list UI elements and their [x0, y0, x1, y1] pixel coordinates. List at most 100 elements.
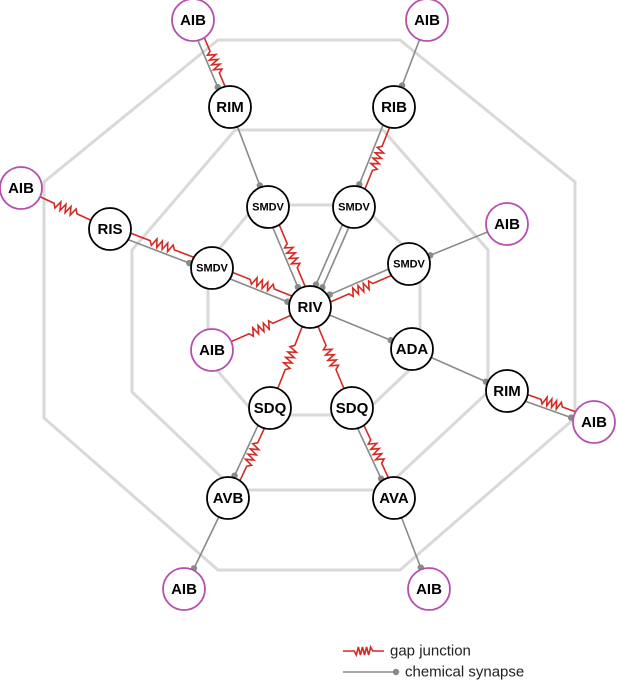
- node-label: RIS: [97, 221, 122, 238]
- aib-node: AIB: [405, 0, 449, 42]
- chemical-synapse-dot: [392, 668, 400, 676]
- node-circle: [407, 567, 451, 611]
- node-label: AIB: [8, 180, 34, 197]
- node-label: AIB: [581, 414, 607, 431]
- chemical-synapse-edge: [430, 356, 489, 384]
- node-circle: [206, 476, 250, 520]
- chemical-synapse-edge: [400, 517, 423, 570]
- node-circle: [572, 400, 616, 444]
- node-circle: [288, 285, 332, 329]
- node-label: RIB: [381, 99, 407, 116]
- node-circle: [485, 202, 529, 246]
- node-circle: [405, 0, 449, 42]
- node-circle: [88, 207, 132, 251]
- node-circle: [190, 328, 234, 372]
- chemical-synapse-edge: [428, 231, 488, 257]
- gap-junction-edge: [330, 274, 392, 303]
- sdq-node: SDQ: [248, 386, 292, 430]
- node-circle: [372, 476, 416, 520]
- gap-junction-edge: [203, 37, 226, 87]
- node-label: AIB: [171, 581, 197, 598]
- node-label: RIM: [493, 383, 521, 400]
- gap-junction-edge: [317, 326, 345, 389]
- chemical-synapse-edge: [329, 314, 393, 342]
- chemical-synapse-edge: [356, 428, 383, 481]
- chemical-synapse-edge: [197, 40, 220, 90]
- gap-junction-edge: [130, 232, 194, 258]
- gap-junction-edge: [239, 428, 266, 481]
- avb-node: AVB: [206, 476, 250, 520]
- legend-gap-junction: gap junction: [343, 643, 471, 660]
- aib-node: AIB: [0, 166, 43, 210]
- rib-node: RIB: [372, 85, 416, 129]
- ada-node: ADA: [390, 327, 434, 371]
- ava-node: AVA: [372, 476, 416, 520]
- chemical-synapse-edge: [400, 39, 421, 88]
- node-label: SMDV: [196, 263, 228, 275]
- node-circle: [162, 567, 206, 611]
- node-circle: [171, 0, 215, 42]
- smdv-node: SMDV: [332, 185, 376, 229]
- aib-node: AIB: [171, 0, 215, 42]
- aib-node: AIB: [407, 567, 451, 611]
- node-circle: [372, 85, 416, 129]
- outer-octagon-ring: [42, 38, 577, 572]
- node-circle: [208, 85, 252, 129]
- gap-junction-edge: [278, 224, 306, 287]
- node-label: SDQ: [254, 400, 287, 417]
- node-circle: [0, 166, 43, 210]
- node-circle: [248, 386, 292, 430]
- chemical-synapse-edge: [314, 224, 344, 287]
- legend-chemical-synapse: chemical synapse: [343, 664, 524, 681]
- rim-node: RIM: [208, 85, 252, 129]
- gap-junction-edge: [39, 196, 92, 221]
- node-label: SDQ: [336, 400, 369, 417]
- chemical-synapse-edge: [232, 425, 259, 478]
- node-circle: [390, 327, 434, 371]
- chemical-synapse-edge: [229, 278, 290, 304]
- node-label: AIB: [414, 12, 440, 29]
- node-label: SMDV: [338, 202, 370, 214]
- smdv-node: SMDV: [190, 246, 234, 290]
- chemical-synapse-edge: [128, 239, 192, 265]
- chemical-synapse-label: chemical synapse: [405, 664, 524, 681]
- node-circle: [387, 242, 431, 286]
- sdq-node: SDQ: [330, 386, 374, 430]
- node-circle: [330, 386, 374, 430]
- chemical-synapse-edge: [357, 124, 384, 187]
- gap-junction-edge: [364, 127, 391, 190]
- aib-node: AIB: [190, 328, 234, 372]
- gap-junction-edge: [276, 326, 304, 389]
- aib-node: AIB: [572, 400, 616, 444]
- node-label: AVB: [213, 490, 244, 507]
- node-label: SMDV: [393, 259, 425, 271]
- node-circle: [246, 185, 290, 229]
- node-circle: [190, 246, 234, 290]
- legend: gap junction chemical synapse: [343, 643, 524, 681]
- node-label: RIV: [297, 299, 322, 316]
- node-circle: [485, 369, 529, 413]
- aib-node: AIB: [162, 567, 206, 611]
- chemical-synapse-edge: [320, 227, 350, 290]
- node-label: AIB: [199, 342, 225, 359]
- rim-node: RIM: [485, 369, 529, 413]
- gap-junction-edge: [527, 393, 576, 413]
- chemical-synapse-edge: [192, 516, 220, 571]
- gap-junction-edge: [363, 425, 390, 478]
- connections-layer: [39, 37, 576, 572]
- node-circle: [332, 185, 376, 229]
- smdv-node: SMDV: [246, 185, 290, 229]
- node-label: SMDV: [252, 202, 284, 214]
- chemical-synapse-edge: [236, 126, 262, 188]
- gap-junction-edge: [232, 271, 293, 297]
- smdv-node: SMDV: [387, 242, 431, 286]
- chemical-synapse-edge: [327, 268, 389, 297]
- node-label: RIM: [216, 99, 244, 116]
- node-label: AVA: [379, 490, 409, 507]
- gap-junction-edge: [230, 314, 292, 343]
- aib-node: AIB: [485, 202, 529, 246]
- ris-node: RIS: [88, 207, 132, 251]
- gap-junction-label: gap junction: [390, 643, 471, 660]
- node-label: AIB: [494, 216, 520, 233]
